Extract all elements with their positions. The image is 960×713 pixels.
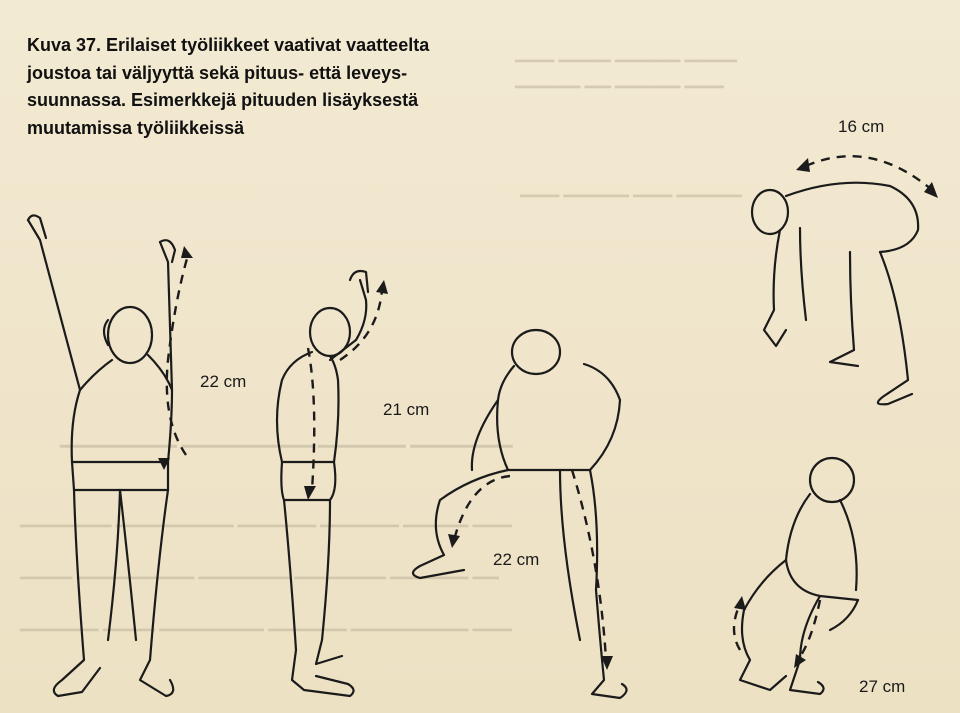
stretch-arrow [308, 348, 314, 490]
stretch-arrow [340, 290, 382, 360]
arrow-head [796, 158, 810, 172]
arrow-head [181, 246, 193, 258]
arrow-head [376, 280, 388, 294]
arrow-head [734, 596, 746, 610]
arrow-head [448, 534, 460, 548]
figure-one-arm-raised [277, 271, 368, 696]
stretch-arrow [734, 604, 740, 650]
figure-arms-raised [28, 215, 175, 696]
stretch-arrow [572, 470, 606, 660]
arrow-head [304, 486, 316, 500]
figure-step-up [413, 330, 627, 698]
figure-bending-forward [752, 183, 918, 405]
arrow-head [924, 182, 938, 198]
